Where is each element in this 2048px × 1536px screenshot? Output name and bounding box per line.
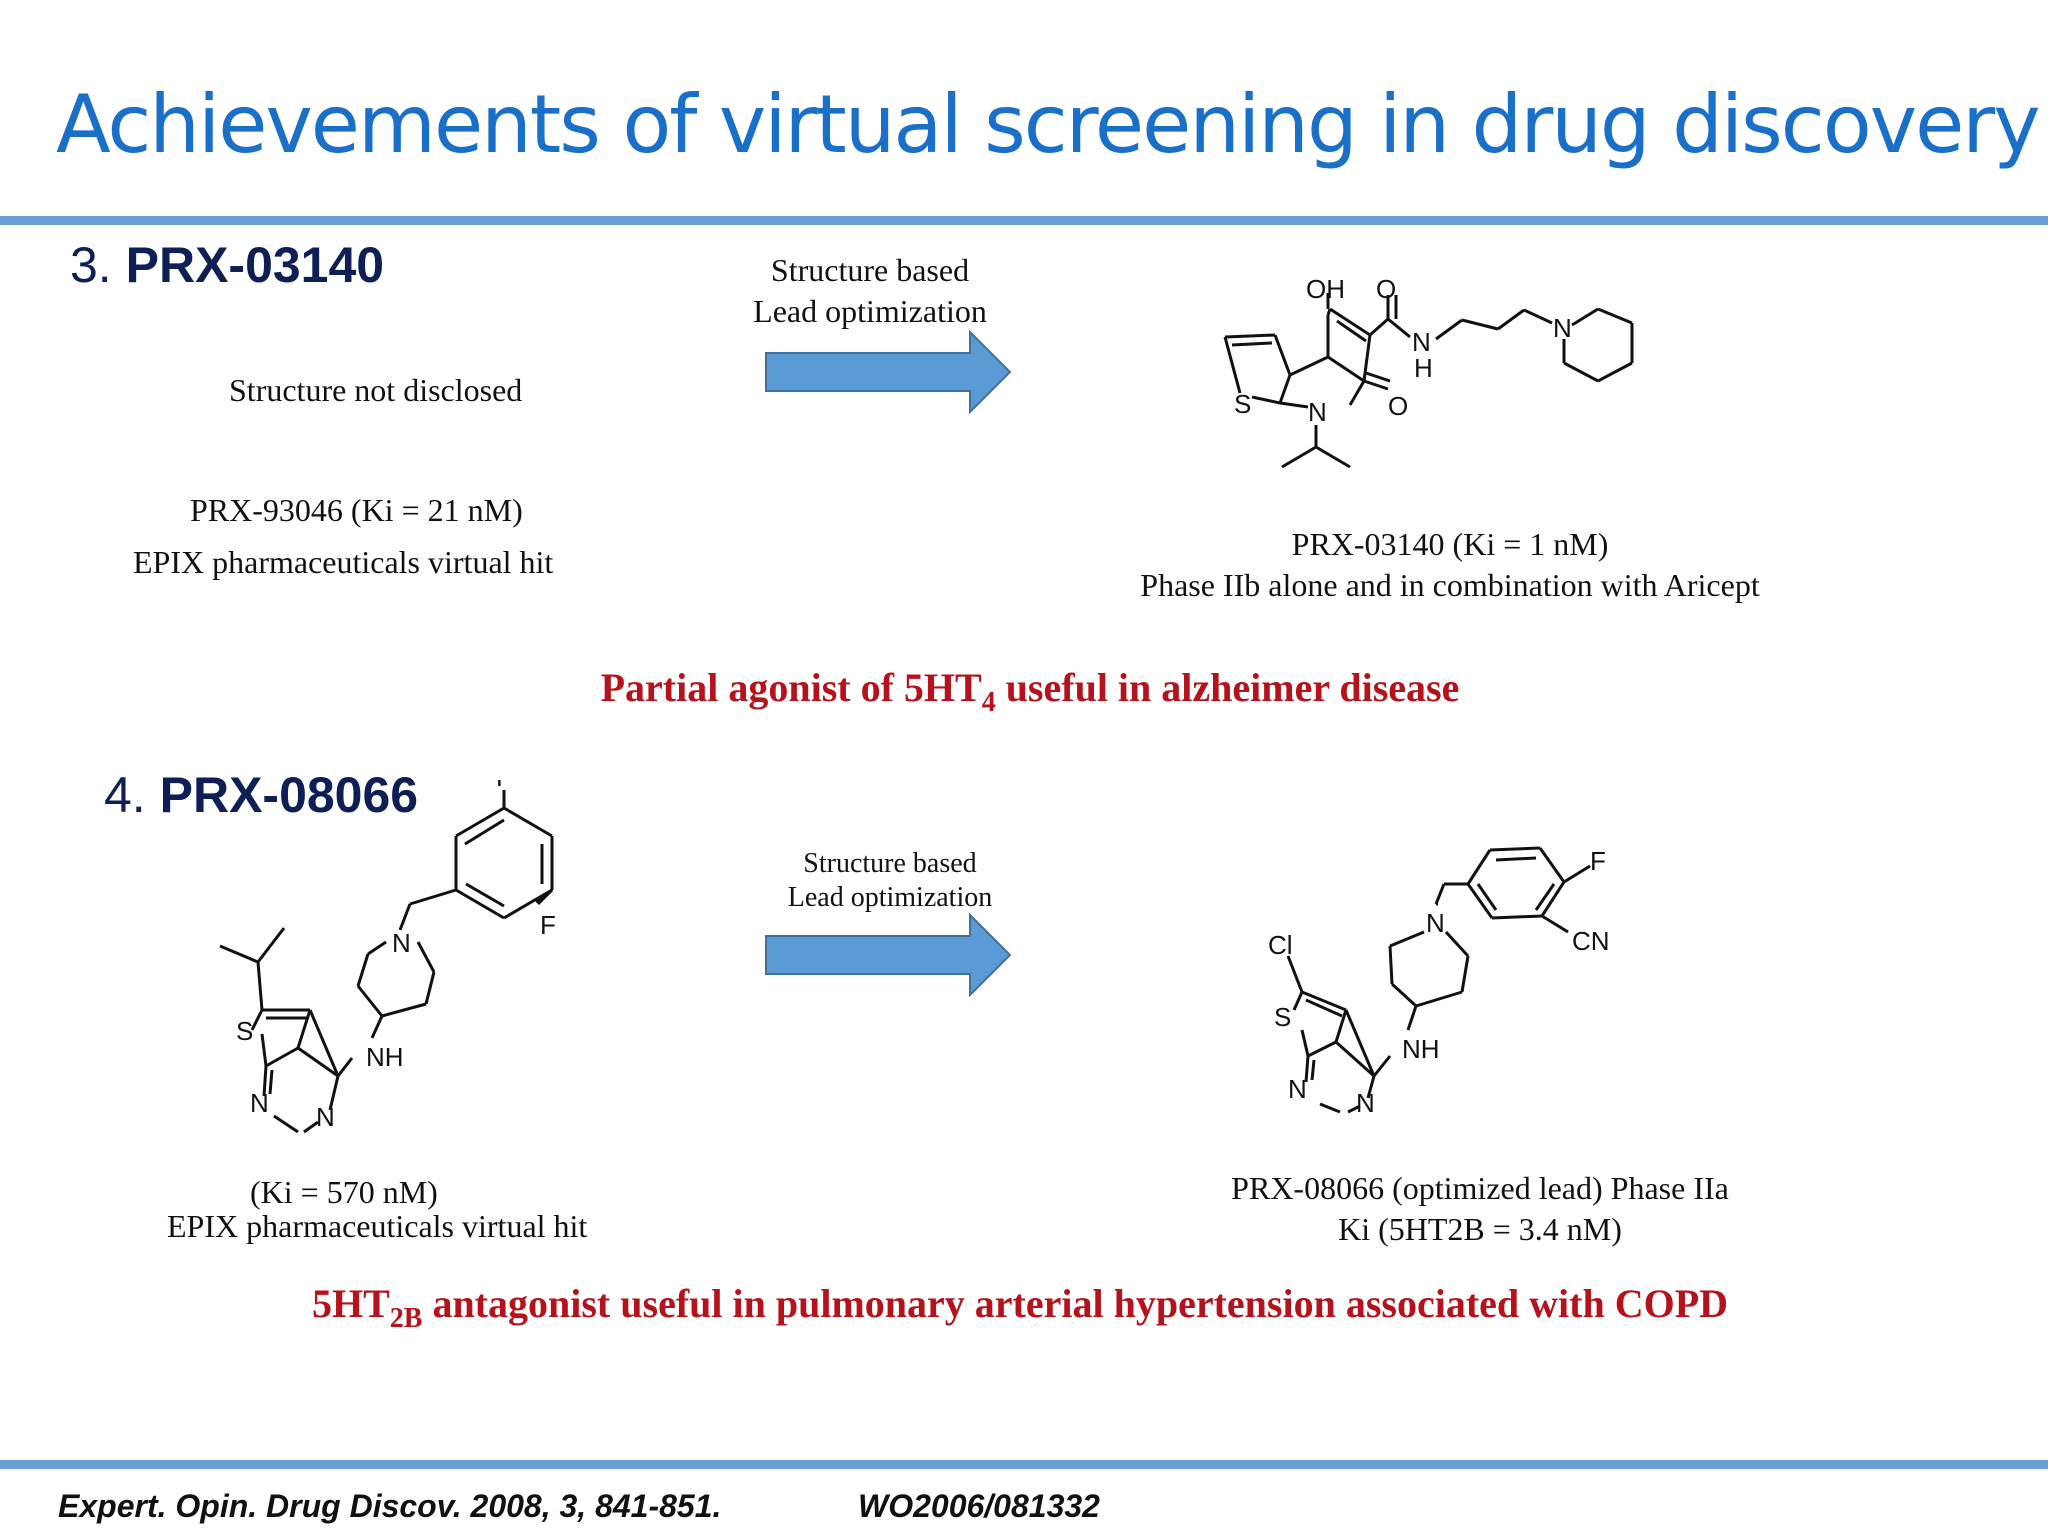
- atom-nh: NH: [366, 1042, 404, 1072]
- section4-hit-structure: F F N S NH N N: [219, 780, 556, 1134]
- atom-f-bottom: F: [540, 910, 556, 940]
- section4-lead-line1: PRX-08066 (optimized lead) Phase IIa: [1231, 1170, 1729, 1206]
- section4-hit-source: EPIX pharmaceuticals virtual hit: [167, 1208, 588, 1244]
- section3-arrow-label-line2: Lead optimization: [753, 293, 987, 329]
- section3-lead-status: Phase IIb alone and in combination with …: [1140, 567, 1760, 603]
- atom-n-piperidine: N: [392, 928, 411, 958]
- atom-s: S: [1274, 1002, 1291, 1032]
- prx-03140-structure: OH O N H N S N O: [1223, 274, 1634, 469]
- section3-arrow-icon: [765, 330, 1012, 414]
- atom-oh: OH: [1306, 274, 1345, 304]
- atom-nh: NH: [1402, 1034, 1440, 1064]
- section3-name: PRX-03140: [125, 237, 385, 293]
- section3-conclusion-post: useful in alzheimer disease: [995, 665, 1460, 710]
- slide-title: Achievements of virtual screening in dru…: [56, 78, 2041, 171]
- atom-f: F: [1590, 846, 1606, 876]
- section4-number: 4.: [104, 767, 146, 823]
- section4-conclusion-post: antagonist useful in pulmonary arterial …: [422, 1281, 1729, 1326]
- section3-not-disclosed: Structure not disclosed: [229, 372, 523, 408]
- section4-arrow-label-line1: Structure based: [803, 848, 977, 879]
- section3-conclusion-pre: Partial agonist of 5HT: [600, 665, 982, 710]
- atom-n-amide: N: [1412, 327, 1431, 357]
- section4-conclusion: 5HT2B antagonist useful in pulmonary art…: [150, 1280, 1890, 1335]
- section4-arrow-label: Structure based Lead optimization: [740, 848, 1040, 914]
- section3-number: 3.: [70, 237, 112, 293]
- section3-arrow-label-line1: Structure based: [770, 252, 970, 288]
- section4-lead-structure: F CN N Cl S NH N N: [1268, 846, 1610, 1118]
- section4-hit-ki: (Ki = 570 nM): [250, 1174, 438, 1210]
- section4-heading: 4. PRX-08066: [104, 766, 418, 824]
- section4-conclusion-pre: 5HT: [311, 1281, 390, 1326]
- section3-conclusion-sub: 4: [981, 687, 996, 718]
- atom-n-right: N: [316, 1102, 335, 1132]
- top-divider: [0, 216, 2048, 225]
- atom-n-right: N: [1356, 1088, 1375, 1118]
- atom-s: S: [236, 1016, 253, 1046]
- section3-hit-ki: PRX-93046 (Ki = 21 nM): [190, 492, 523, 528]
- bottom-divider: [0, 1460, 2048, 1469]
- atom-h-amide: H: [1414, 353, 1433, 383]
- atom-cn: CN: [1572, 926, 1610, 956]
- atom-o-lower: O: [1388, 391, 1408, 421]
- citation-journal: Expert. Opin. Drug Discov. 2008, 3, 841-…: [58, 1488, 722, 1524]
- atom-s: S: [1234, 389, 1251, 419]
- atom-cl: Cl: [1268, 930, 1293, 960]
- atom-n-piperidine: N: [1553, 313, 1572, 343]
- section3-arrow-label: Structure based Lead optimization: [740, 252, 1000, 330]
- section4-arrow-icon: [765, 913, 1012, 997]
- section4-conclusion-sub: 2B: [389, 1303, 423, 1334]
- section3-conclusion: Partial agonist of 5HT4 useful in alzhei…: [440, 664, 1620, 719]
- atom-f-top: F: [496, 780, 512, 792]
- section4-lead-line2: Ki (5HT2B = 3.4 nM): [1338, 1211, 1622, 1247]
- section3-hit-source: EPIX pharmaceuticals virtual hit: [133, 544, 554, 580]
- atom-n-piperidine: N: [1426, 908, 1445, 938]
- atom-o-top: O: [1376, 274, 1396, 304]
- section3-lead-ki: PRX-03140 (Ki = 1 nM): [1291, 526, 1609, 562]
- atom-n-left: N: [1288, 1074, 1307, 1104]
- citation-patent: WO2006/081332: [858, 1488, 1100, 1524]
- section3-heading: 3. PRX-03140: [70, 236, 384, 294]
- section4-name: PRX-08066: [159, 767, 419, 823]
- section4-arrow-label-line2: Lead optimization: [787, 882, 993, 913]
- atom-n-left: N: [250, 1088, 269, 1118]
- atom-n-ring: N: [1308, 397, 1327, 427]
